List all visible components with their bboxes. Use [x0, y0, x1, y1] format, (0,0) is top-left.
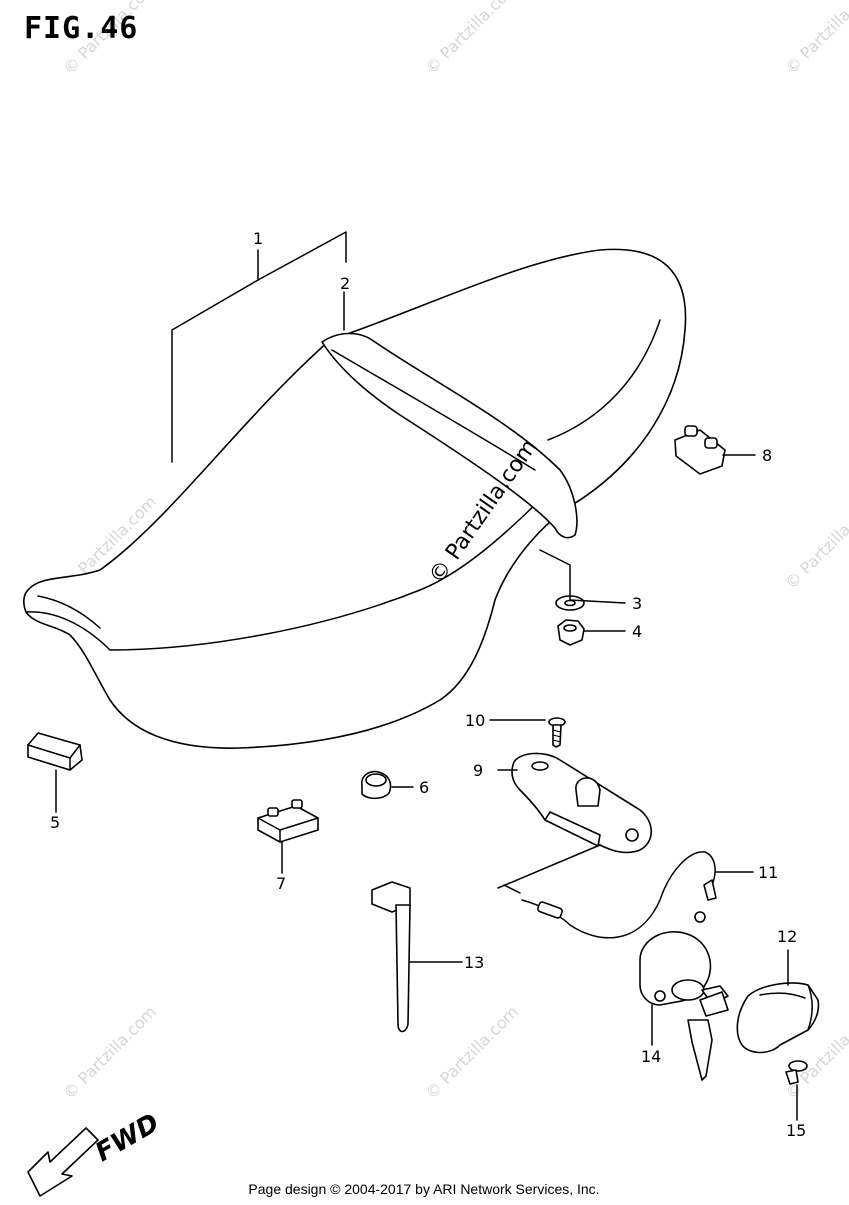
part-13-tie-strap — [371, 881, 411, 1033]
part-8-bracket — [674, 425, 726, 475]
part-9-seat-lock — [511, 752, 653, 854]
watermark: © Partzilla.com — [781, 0, 849, 78]
page-footer: Page design © 2004-2017 by ARI Network S… — [248, 1181, 599, 1197]
leader-lines — [55, 231, 798, 1121]
callout-1: 1 — [253, 229, 263, 248]
fwd-label: FWD — [91, 1108, 165, 1168]
callout-9: 9 — [473, 761, 483, 780]
part-11-cable — [497, 844, 717, 939]
part-4-nut — [557, 619, 585, 646]
watermark: © Partzilla.com — [781, 492, 849, 593]
callout-6: 6 — [419, 778, 429, 797]
callout-12: 12 — [777, 927, 797, 946]
callout-13: 13 — [464, 953, 484, 972]
figure-title: FIG.46 — [24, 11, 138, 46]
callout-14: 14 — [641, 1047, 661, 1066]
callout-4: 4 — [632, 622, 642, 641]
callout-15: 15 — [786, 1121, 806, 1140]
callout-11: 11 — [758, 863, 778, 882]
part-7-bracket — [257, 799, 319, 843]
part-15-screw — [785, 1060, 808, 1085]
fwd-arrow-icon — [27, 1127, 99, 1197]
fwd-indicator: FWD — [27, 1108, 165, 1197]
callout-2: 2 — [340, 274, 350, 293]
callout-3: 3 — [632, 594, 642, 613]
part-12-cover — [736, 982, 820, 1054]
part-6-cap — [361, 770, 392, 800]
callout-10: 10 — [465, 711, 485, 730]
watermark: © Partzilla.com — [421, 1002, 522, 1103]
callout-5: 5 — [50, 813, 60, 832]
watermark: © Partzilla.com — [421, 0, 522, 78]
watermark: © Partzilla.com — [59, 1002, 160, 1103]
seat-part — [23, 248, 687, 749]
part-10-screw — [548, 717, 566, 748]
part-5-rubber-block — [27, 732, 83, 771]
callout-8: 8 — [762, 446, 772, 465]
part-14-key-cylinder — [639, 931, 729, 1081]
callout-7: 7 — [276, 874, 286, 893]
